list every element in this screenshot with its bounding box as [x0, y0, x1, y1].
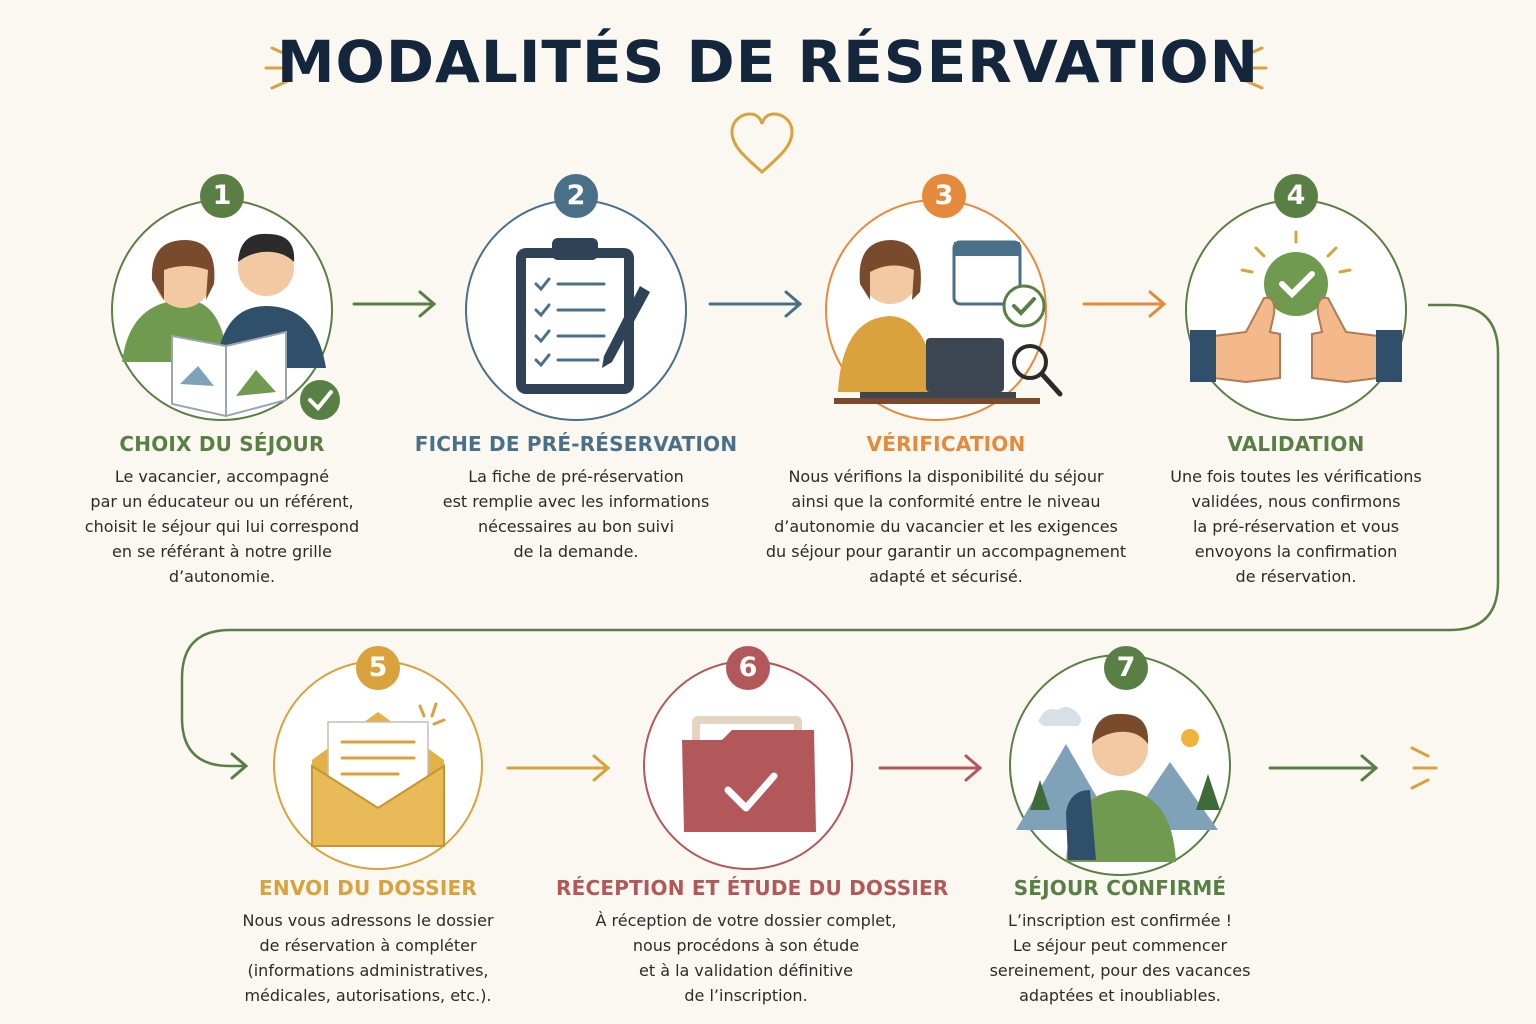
arrow-2-3-icon — [708, 290, 803, 318]
envelope-icon — [311, 702, 446, 847]
folder-check-icon — [682, 716, 816, 832]
step-6-description: À réception de votre dossier complet, no… — [595, 911, 897, 1005]
heart-icon — [730, 112, 794, 175]
step-3-title: VÉRIFICATION — [866, 432, 1026, 456]
arrow-1-2-icon — [352, 290, 437, 318]
step-7-number: 7 — [1104, 646, 1148, 690]
arrow-5-6-icon — [506, 754, 611, 782]
step-7-description: L’inscription est confirmée ! Le séjour … — [989, 911, 1251, 1005]
step-5: ENVOI DU DOSSIER Nous vous adressons le … — [218, 876, 518, 1008]
arrow-end-icon — [1268, 754, 1379, 782]
page-title: MODALITÉS DE RÉSERVATION — [276, 28, 1260, 96]
step-3-description: Nous vérifions la disponibilité du séjou… — [765, 467, 1127, 586]
step-5-number: 5 — [356, 646, 400, 690]
step-4-number: 4 — [1274, 174, 1318, 218]
step-6-title: RÉCEPTION ET ÉTUDE DU DOSSIER — [556, 876, 949, 900]
step-6: RÉCEPTION ET ÉTUDE DU DOSSIER À réceptio… — [556, 876, 949, 1008]
step-4-title: VALIDATION — [1227, 432, 1365, 456]
title-sparkle-right-icon — [1242, 46, 1268, 90]
arrow-3-4-icon — [1082, 290, 1167, 318]
end-sparkle-icon — [1410, 746, 1438, 790]
connector-4-5-arrowhead-icon — [230, 752, 249, 780]
connector-4-5 — [180, 303, 1500, 768]
people-with-brochure-icon — [122, 233, 340, 420]
step-2: FICHE DE PRÉ-RÉSERVATION La fiche de pré… — [396, 432, 756, 564]
step-7: SÉJOUR CONFIRMÉ L’inscription est confir… — [970, 876, 1270, 1008]
step-3: VÉRIFICATION Nous vérifions la disponibi… — [756, 432, 1136, 589]
woman-with-laptop-icon — [834, 240, 1063, 404]
step-6-number: 6 — [726, 646, 770, 690]
step-4: VALIDATION Une fois toutes les vérificat… — [1146, 432, 1446, 589]
step-5-description: Nous vous adressons le dossier de réserv… — [242, 911, 494, 1005]
thumbs-up-icon — [1190, 230, 1402, 384]
step-1: CHOIX DU SÉJOUR Le vacancier, accompagné… — [62, 432, 382, 589]
clipboard-icon — [516, 238, 650, 394]
step-2-number: 2 — [554, 174, 598, 218]
step-7-title: SÉJOUR CONFIRMÉ — [1013, 876, 1227, 900]
step-2-title: FICHE DE PRÉ-RÉSERVATION — [414, 432, 738, 456]
step-5-title: ENVOI DU DOSSIER — [259, 876, 477, 900]
title-sparkle-left-icon — [264, 46, 292, 90]
arrow-6-7-icon — [878, 754, 983, 782]
step-1-number: 1 — [200, 174, 244, 218]
step-4-description: Une fois toutes les vérifications validé… — [1170, 467, 1422, 586]
step-1-description: Le vacancier, accompagné par un éducateu… — [84, 467, 360, 586]
step-2-description: La fiche de pré-réservation est remplie … — [442, 467, 710, 561]
step-1-title: CHOIX DU SÉJOUR — [119, 432, 325, 456]
hiker-mountains-icon — [1016, 706, 1220, 862]
step-3-number: 3 — [922, 174, 966, 218]
